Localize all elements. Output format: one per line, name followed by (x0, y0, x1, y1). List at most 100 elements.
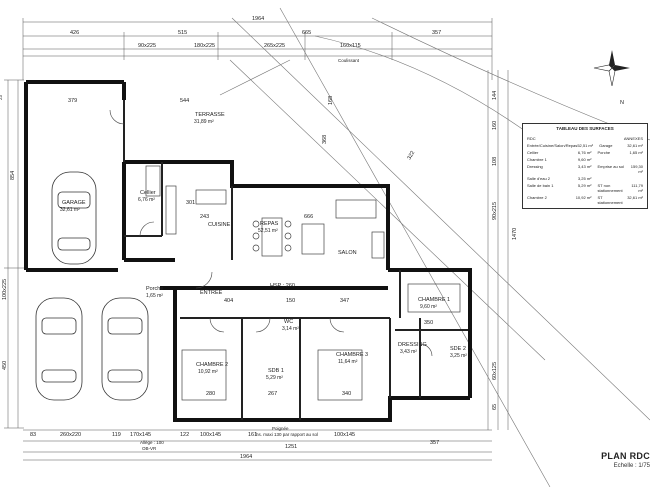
dim-bottom-357: 357 (430, 440, 439, 446)
dim-bottom-1251: 1251 (285, 444, 297, 450)
right-dimension-lines (487, 70, 509, 430)
room-hsp: HSP : 260 (270, 283, 295, 289)
table-cell-name: Dressing (527, 164, 543, 169)
room-chambre2-name: CHAMBRE 2 (196, 362, 228, 368)
plan-title: PLAN RDC (601, 451, 650, 461)
table-cell-name: Salle de bain 1 (527, 183, 554, 188)
room-terrasse-area: 31,89 m² (194, 119, 214, 125)
table-cell-annex: ST stationnement (597, 195, 623, 205)
dim-top-265x225: 265x225 (264, 43, 285, 49)
dim-right-1470: 1470 (512, 228, 518, 240)
table-cell-annex: ST non stationnement (597, 183, 623, 193)
table-cell-area: 5,29 m² (577, 183, 592, 188)
dim-top-665: 665 (302, 30, 311, 36)
dim-garage-379: 379 (68, 98, 77, 104)
dim-inner-150: 150 (286, 298, 295, 304)
table-row: Chambre 311,64 m²TOTAL Surf. Taxable144,… (523, 207, 647, 208)
table-row: Chambre 2 10,92 m² ST stationnement 32,61 m… (523, 195, 647, 205)
table-cell-annex: TOTAL Surf. Taxable (597, 207, 625, 208)
dim-inner-280: 280 (206, 391, 215, 397)
dim-bottom-119: 119 (112, 432, 121, 438)
dim-top-180x225: 180x225 (194, 43, 215, 49)
table-cell-name: Salle d'eau 2 (527, 176, 551, 181)
table-cell-annex: Emprise au sol (597, 164, 624, 169)
bed (181, 283, 461, 401)
table-row: Dressing 3,43 m² Emprise au sol 159,30 m² (523, 164, 647, 174)
room-salon-name: SALON (338, 250, 357, 256)
dim-left-854: 854 (10, 171, 16, 180)
dim-bottom-122: 122 (180, 432, 189, 438)
room-chambre1-area: 9,60 m² (420, 304, 437, 310)
dim-bottom-260x220: 260x220 (60, 432, 81, 438)
dim-top-160x115: 160x115 (340, 43, 361, 49)
dim-top-total: 1964 (252, 16, 264, 22)
top-dimension-lines (22, 18, 493, 80)
compass-icon (593, 50, 630, 87)
table-cell-area: 11,64 m² (571, 207, 598, 208)
dim-right-160: 160 (492, 121, 498, 130)
dim-inner-340: 340 (342, 391, 351, 397)
table-col-annexes: ANNEXES (623, 136, 643, 141)
table-cell-annex-area (626, 176, 643, 181)
table-cell-annex-area: 1,65 m² (629, 150, 643, 155)
label-poignee-note: hs. maxi 130 par rapport au sol (256, 432, 318, 437)
label-poignee: Poignée (272, 426, 289, 431)
compass-label: N (620, 100, 624, 106)
label-coulissant: Coulissant (338, 58, 360, 63)
table-col-rdc: RDC (527, 136, 536, 141)
dim-inner-267: 267 (268, 391, 277, 397)
doors (109, 109, 433, 357)
table-cell-name: Cellier (527, 150, 539, 155)
dim-top-90x225: 90x225 (138, 43, 156, 49)
room-porche-name: Porche (146, 286, 163, 292)
dim-terrasse-544: 544 (180, 98, 189, 104)
table-cell-name: Chambre 2 (527, 195, 547, 200)
table-cell-annex-area: 159,30 m² (630, 164, 643, 174)
dim-bottom-170x145: 170x145 (130, 432, 151, 438)
dim-inner-404: 404 (224, 298, 233, 304)
table-cell-name: Chambre 1 (527, 157, 547, 162)
label-ob-vr: OB-VR (142, 446, 157, 451)
table-cell-area: 9,60 m² (577, 157, 592, 162)
room-wc-area: 3,14 m² (282, 326, 299, 332)
table-cell-annex-area: 32,61 m² (627, 143, 643, 148)
room-chambre3-area: 11,64 m² (338, 359, 358, 365)
room-sdb1-name: SDB 1 (268, 368, 284, 374)
room-cuisine-name: CUISINE (208, 222, 231, 228)
interior-walls (123, 100, 468, 420)
table-cell-area: 3,25 m² (577, 176, 592, 181)
room-garage-area: 32,61 m² (60, 207, 80, 213)
dim-left-450: 450 (2, 361, 8, 370)
table-cell-area: 3,43 m² (577, 164, 592, 169)
dim-bottom-total: 1964 (240, 454, 252, 460)
table-row: Salle d'eau 2 3,25 m² (523, 176, 647, 181)
room-cellier-area: 6,76 m² (138, 197, 155, 203)
dim-inner-301: 301 (186, 200, 195, 206)
kitchen-counter (145, 165, 227, 235)
dim-bottom-100x145b: 100x145 (334, 432, 355, 438)
room-sde2-name: SDE 2 (450, 346, 466, 352)
dim-left-100x225: 100x225 (2, 279, 8, 300)
table-cell-annex (597, 176, 625, 181)
table-row: Salle de bain 1 5,29 m² ST non stationneme… (523, 183, 647, 193)
table-cell-area: 10,92 m² (575, 195, 592, 200)
table-cell-annex: Garage (599, 143, 613, 148)
dim-inner-243: 243 (200, 214, 209, 220)
table-cell-annex-area (626, 157, 643, 162)
sofa (301, 199, 385, 259)
table-cell-annex: Porche (597, 150, 611, 155)
table-cell-annex-area: 32,61 m² (627, 195, 643, 200)
room-dressing-name: DRESSING (398, 342, 427, 348)
table-cell-annex (597, 157, 625, 162)
dim-bottom-161: 161 (248, 432, 257, 438)
room-entree-name: ENTREE (200, 290, 223, 296)
property-lines (219, 7, 650, 487)
dim-top-357: 357 (432, 30, 441, 36)
table-cell-area: 52,51 m² (577, 143, 594, 148)
dim-inner-347: 347 (340, 298, 349, 304)
room-wc-name: WC (284, 319, 293, 325)
dim-right-60x125: 60x125 (492, 362, 498, 380)
dim-right-108: 108 (492, 157, 498, 166)
